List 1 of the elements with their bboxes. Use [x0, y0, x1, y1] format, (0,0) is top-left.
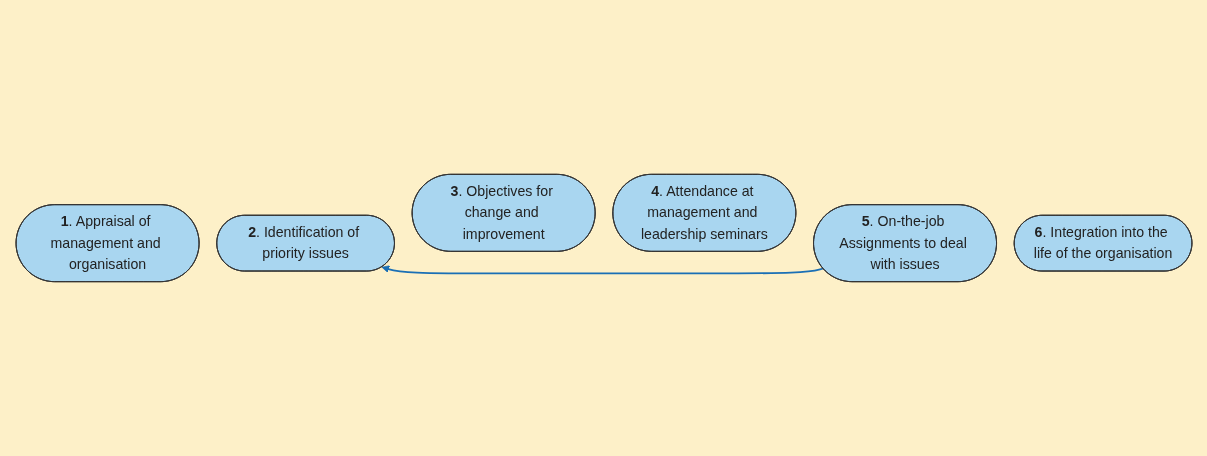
arrow — [381, 265, 824, 275]
